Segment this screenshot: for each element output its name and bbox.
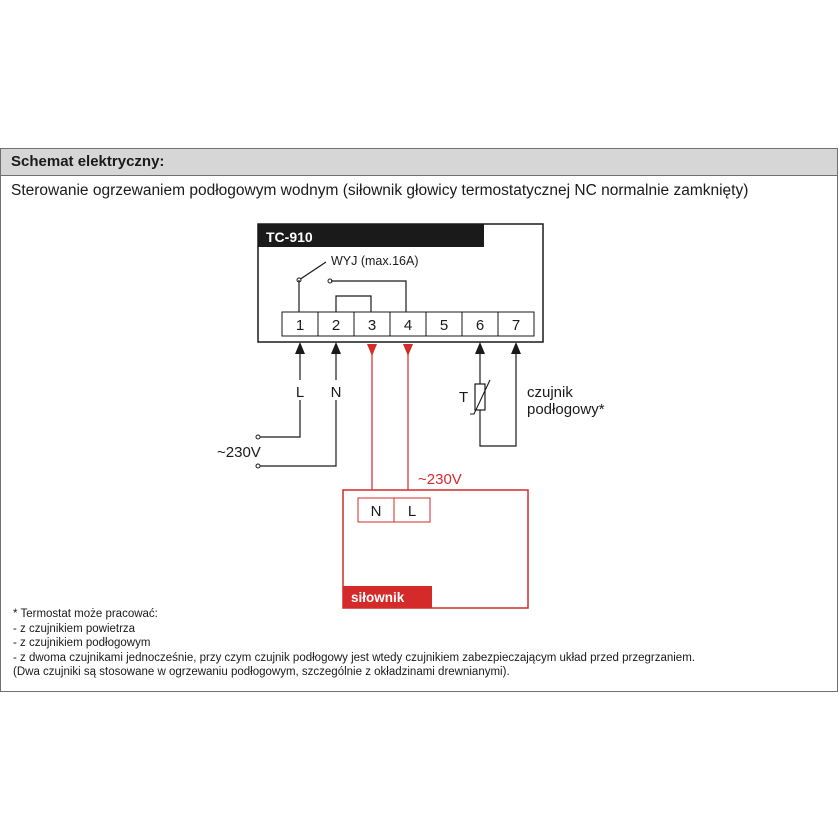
note-line: - z dwoma czujnikami jednocześnie, przy … bbox=[13, 651, 695, 664]
label-N: N bbox=[331, 384, 342, 401]
supply-voltage-label: ~230V bbox=[217, 444, 261, 461]
controller-title-bar bbox=[258, 224, 484, 247]
actuator-terminal-L bbox=[393, 497, 431, 523]
actuator-terminal-label-N: N bbox=[371, 503, 382, 520]
terminal-label-3: 3 bbox=[368, 317, 376, 334]
terminal-3 bbox=[353, 311, 391, 337]
terminal-label-6: 6 bbox=[476, 317, 484, 334]
schematic-panel: Schemat elektryczny: Sterowanie ogrzewan… bbox=[0, 148, 838, 692]
terminal-5 bbox=[425, 311, 463, 337]
arrow-terminal-3 bbox=[367, 344, 377, 356]
wire-neutral-N bbox=[259, 400, 337, 467]
arrow-terminal-6 bbox=[475, 342, 485, 354]
supply-terminal-L bbox=[255, 434, 261, 440]
actuator-voltage-label: ~230V bbox=[418, 471, 462, 488]
diagram-subtitle: Sterowanie ogrzewaniem podłogowym wodnym… bbox=[11, 182, 749, 199]
actuator-terminal-label-L: L bbox=[408, 503, 416, 520]
arrow-terminal-1 bbox=[295, 342, 305, 354]
wire-line-L bbox=[259, 400, 301, 438]
relay-contact bbox=[298, 261, 327, 281]
thermistor-symbol: T bbox=[459, 389, 468, 406]
supply-terminal-N bbox=[255, 463, 261, 469]
sensor-label-line1: czujnik bbox=[527, 384, 573, 401]
relay-wire-terminal-4 bbox=[331, 280, 407, 312]
note-line: (Dwa czujniki są stosowane w ogrzewaniu … bbox=[13, 666, 510, 678]
notes-block: * Termostat może pracować: - z czujnikie… bbox=[13, 607, 695, 680]
arrow-terminal-7 bbox=[511, 342, 521, 354]
note-line: * Termostat może pracować: bbox=[13, 608, 158, 620]
actuator-title-bar bbox=[343, 586, 432, 608]
note-line: - z czujnikiem powietrza bbox=[13, 622, 136, 635]
arrow-terminal-4 bbox=[403, 344, 413, 356]
arrow-terminal-2 bbox=[331, 342, 341, 354]
terminal-2 bbox=[317, 311, 355, 337]
sensor-label-line2: podłogowy* bbox=[527, 401, 605, 418]
terminal-label-5: 5 bbox=[440, 317, 448, 334]
actuator-terminal-N bbox=[357, 497, 395, 523]
terminal-label-4: 4 bbox=[404, 317, 412, 334]
thermistor bbox=[474, 383, 486, 411]
terminal-label-1: 1 bbox=[296, 317, 304, 334]
terminal-label-7: 7 bbox=[512, 317, 520, 334]
terminal-7 bbox=[497, 311, 535, 337]
actuator-name: siłownik bbox=[351, 590, 405, 605]
terminal-label-2: 2 bbox=[332, 317, 340, 334]
label-L: L bbox=[296, 384, 304, 401]
section-title: Schemat elektryczny: bbox=[11, 153, 165, 170]
note-line: - z czujnikiem podłogowym bbox=[13, 637, 151, 649]
relay-label: WYJ (max.16A) bbox=[331, 254, 419, 268]
bridge-2-3 bbox=[335, 295, 372, 312]
terminal-6 bbox=[461, 311, 499, 337]
controller-name: TC-910 bbox=[266, 229, 313, 245]
terminal-4 bbox=[389, 311, 427, 337]
section-header: Schemat elektryczny: bbox=[1, 149, 837, 176]
terminal-strip: 1 2 3 4 5 6 7 bbox=[281, 311, 535, 337]
thermistor-slash bbox=[470, 379, 491, 415]
